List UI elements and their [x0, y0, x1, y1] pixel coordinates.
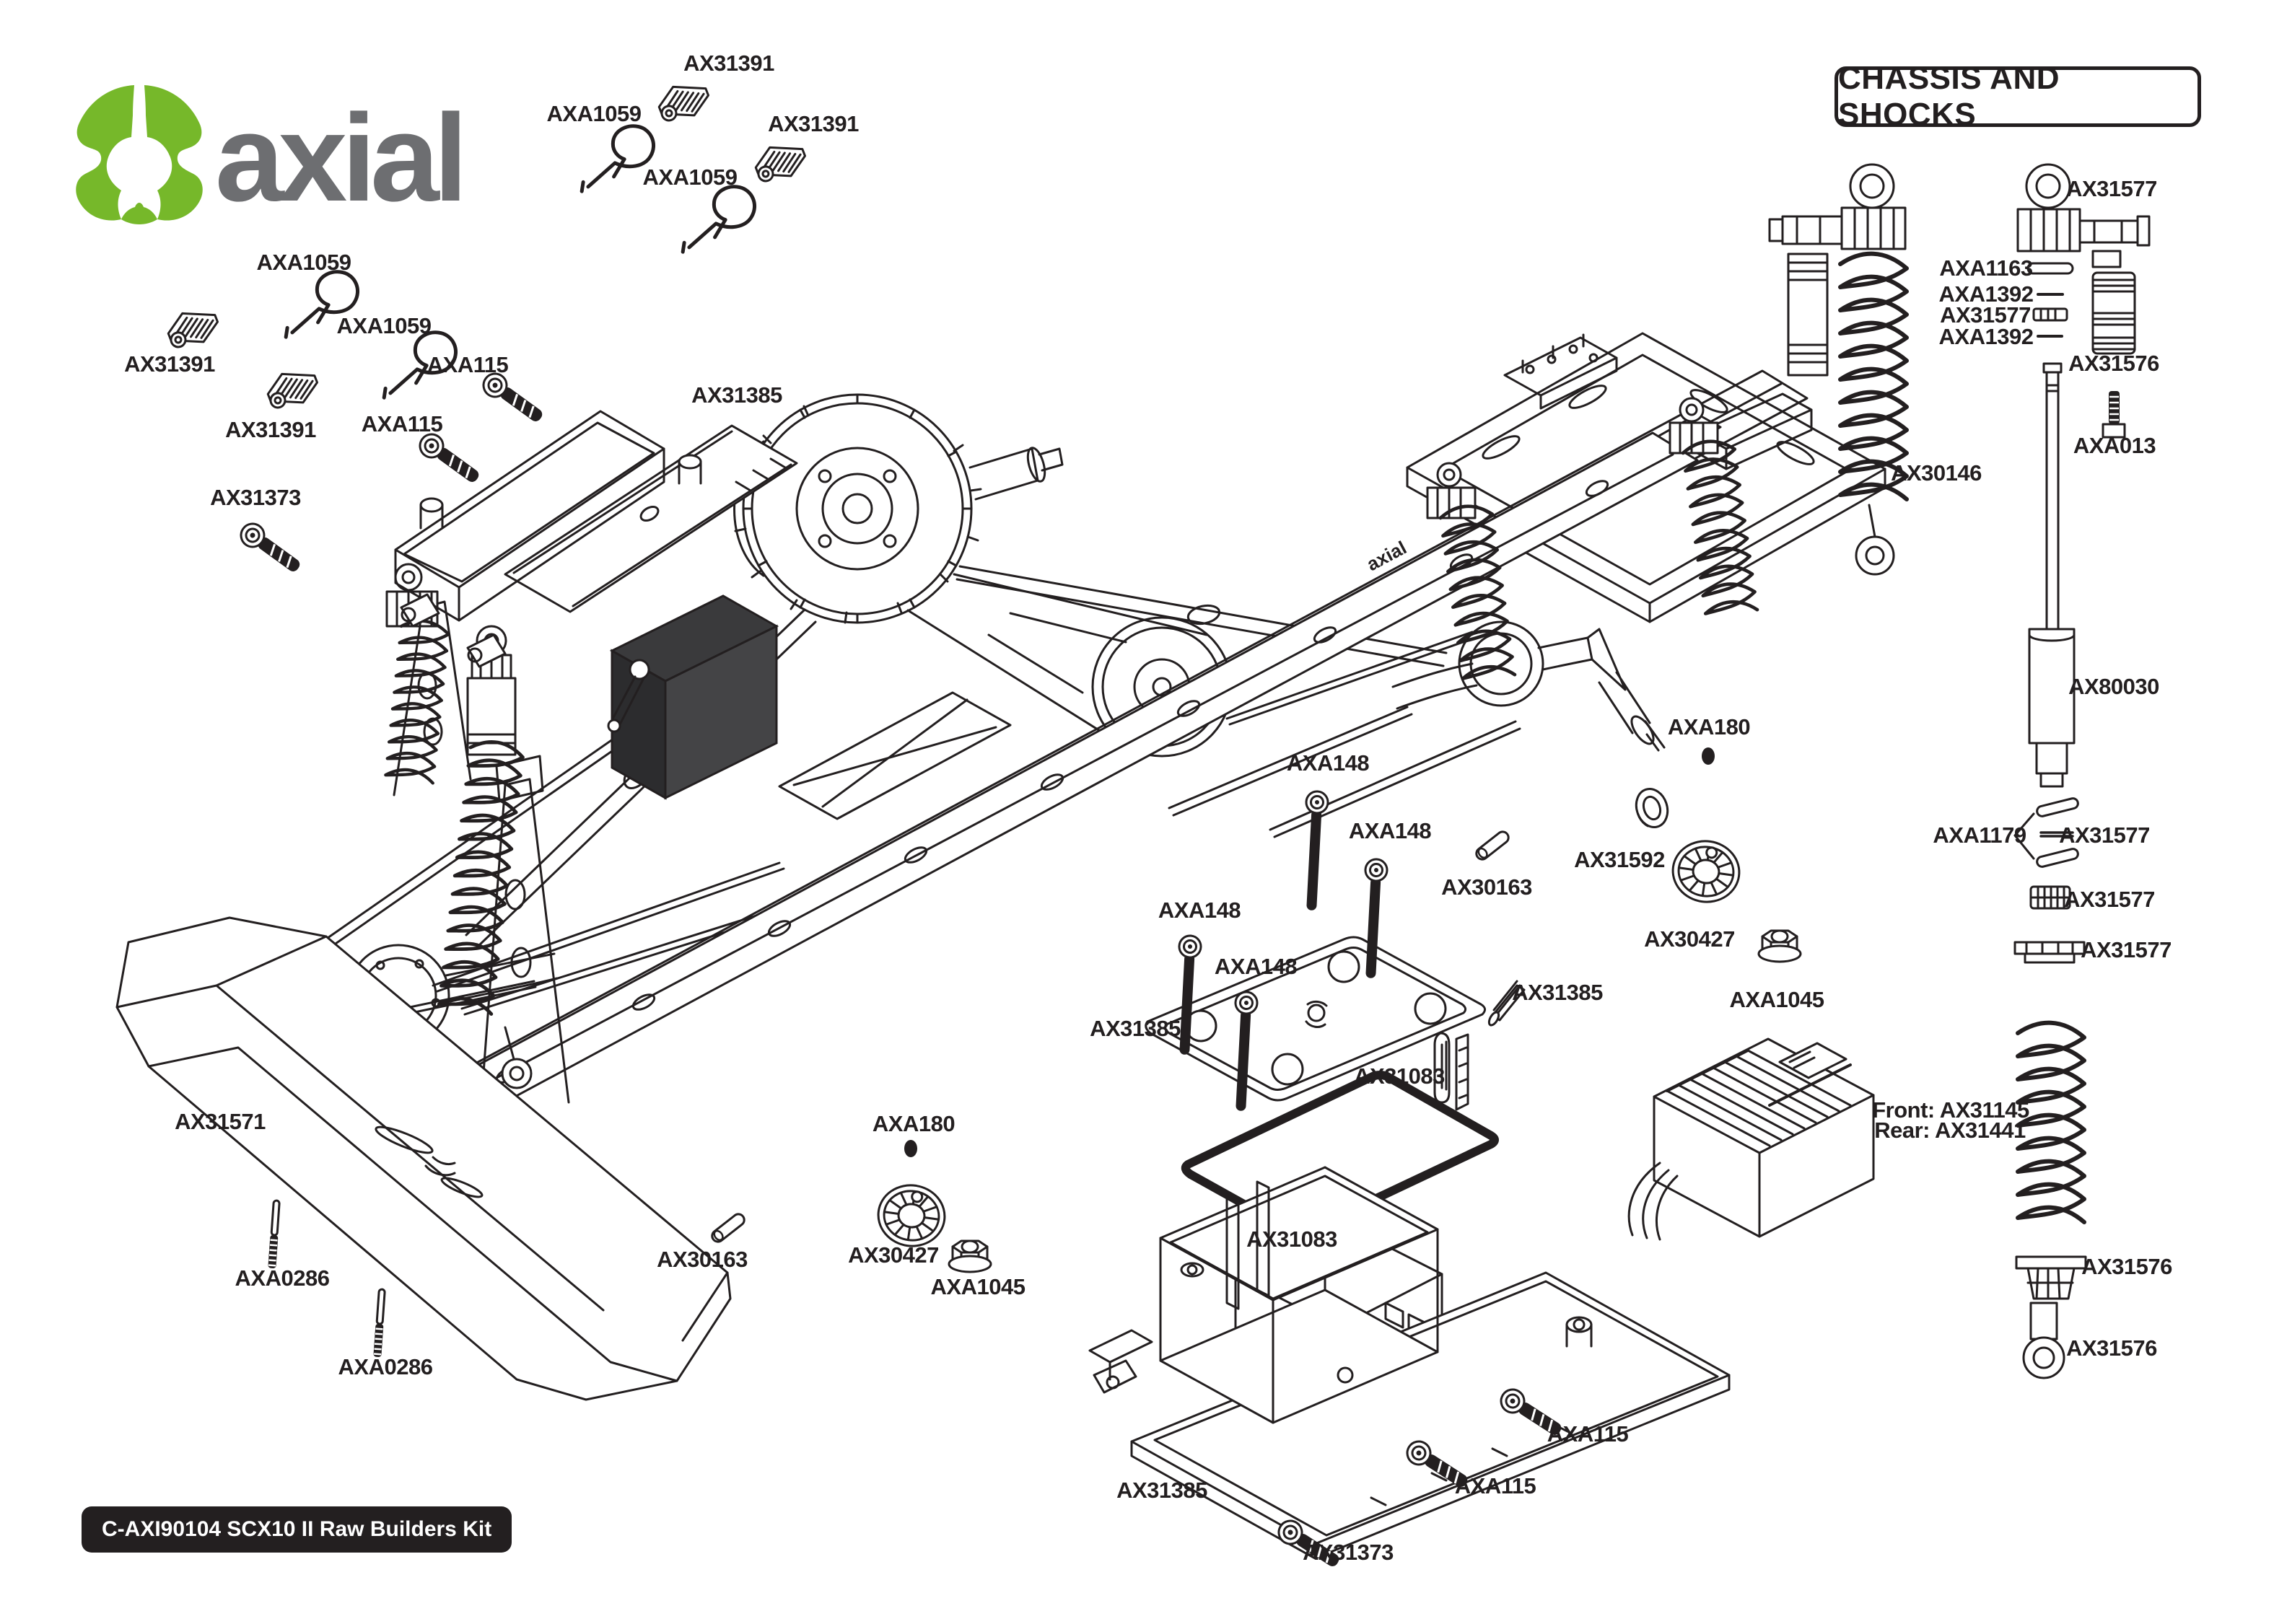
- rear-deck-plate: [1406, 332, 1886, 623]
- rear-axle: [1168, 620, 1666, 838]
- front-shock-right: [437, 625, 533, 1089]
- esc-part: [1627, 1037, 1875, 1241]
- servo-clip-part: [1433, 1032, 1469, 1111]
- assembled-shock: [1768, 163, 1909, 576]
- kit-name-badge: C-AXI90104 SCX10 II Raw Builders Kit: [82, 1506, 512, 1553]
- gasket-part: [1181, 1071, 1499, 1237]
- spring-perch-ax31576: [2015, 1255, 2087, 1300]
- skid-plate-part: [115, 916, 732, 1401]
- rear-shock-right: [1669, 397, 1759, 615]
- shock-cap-ax31577: [2016, 163, 2151, 268]
- steering-servo: [607, 594, 779, 800]
- antenna-pipe-clip-part: [1487, 980, 1526, 1027]
- rear-shock-left: [1426, 462, 1517, 680]
- spring-retainer-ax31577: [2013, 941, 2086, 964]
- receiver-box-lid-part: [1145, 936, 1486, 1102]
- rod-end-ax31576: [2022, 1302, 2065, 1379]
- page-title: CHASSIS AND SHOCKS: [1834, 61, 2201, 132]
- transmission: [733, 393, 1064, 624]
- shock-boot-ax80030: [2028, 628, 2076, 788]
- hardware: [164, 79, 1802, 1574]
- shock-spring: [2016, 1020, 2086, 1224]
- shock-small-parts: [2026, 262, 2074, 338]
- shock-body-ax31576: [2091, 271, 2136, 355]
- battery-plate-part: [394, 410, 798, 668]
- mount-set-axa1179: [2013, 797, 2079, 868]
- shock-parts-column: [1768, 163, 2151, 1379]
- axial-emblem-icon: [76, 85, 203, 224]
- washer-ax31592: [1635, 788, 1669, 828]
- axial-logo: axial: [76, 85, 468, 227]
- screw-axa013: [2102, 391, 2126, 439]
- shock-shaft-ax30146: [2042, 362, 2063, 654]
- axial-wordmark: axial: [215, 89, 463, 227]
- electronics-tray-part: [1088, 1166, 1731, 1560]
